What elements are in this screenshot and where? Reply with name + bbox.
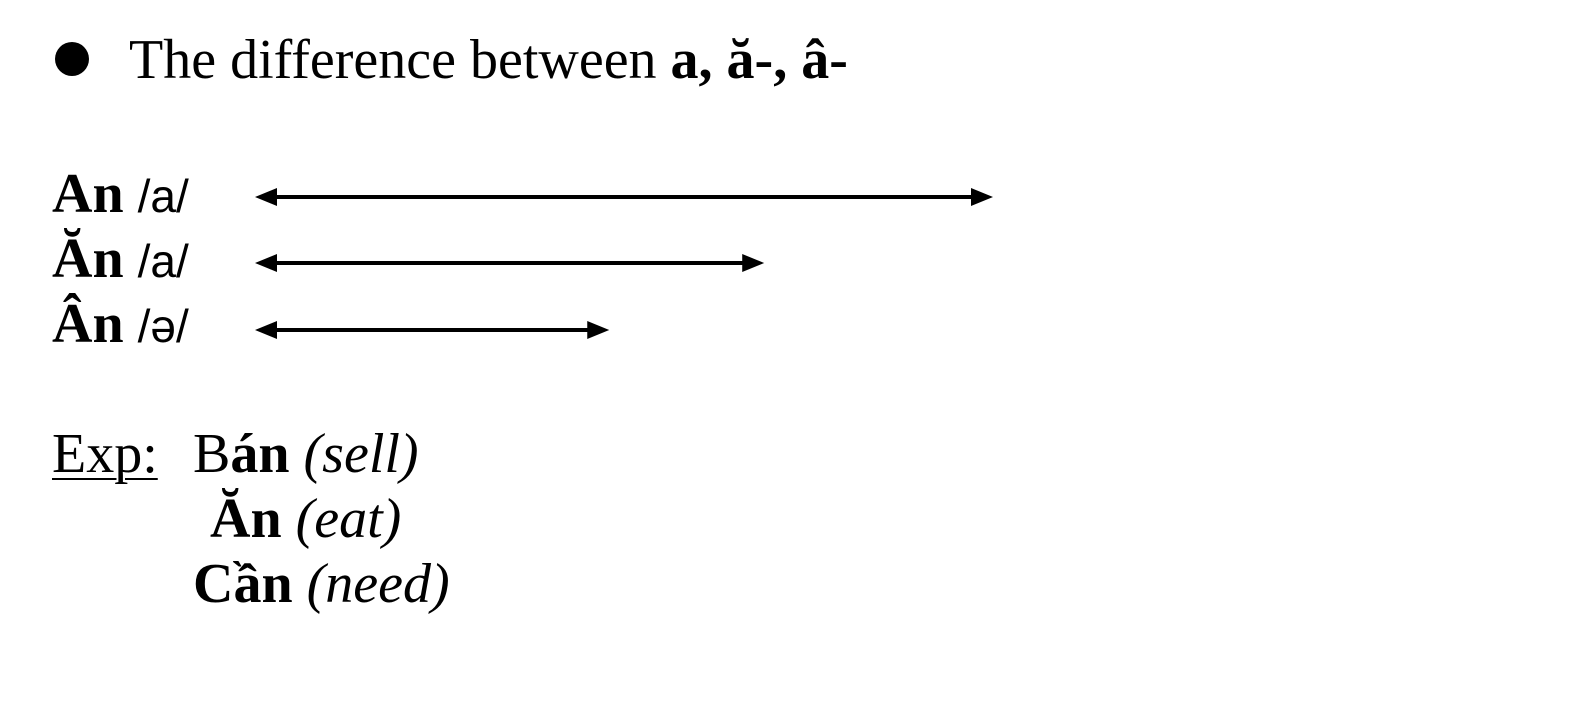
example-gloss: (sell)	[303, 423, 419, 485]
arrow-head-right	[971, 188, 993, 206]
example-label: Exp:	[52, 423, 158, 485]
vowel-ipa: /a/	[137, 235, 189, 287]
vowel-row-a-circumflex: Ân /ə/	[52, 292, 189, 358]
vowel-word: Ăn	[52, 228, 124, 290]
arrow-head-right	[742, 254, 765, 272]
example-word: Ăn	[210, 488, 282, 550]
vowel-word: Ân	[52, 293, 124, 355]
heading-text: The difference between	[129, 29, 671, 91]
example-need: Cần (need)	[193, 552, 450, 616]
example-gloss: (eat)	[295, 488, 402, 550]
example-word: án	[230, 423, 290, 485]
example-word: Cần	[193, 553, 293, 615]
vowel-word: An	[52, 163, 124, 225]
arrow-head-left	[255, 188, 277, 206]
example-gloss: (need)	[306, 553, 450, 615]
example-plain: B	[193, 423, 231, 485]
arrow-head-left	[255, 321, 277, 339]
vowel-ipa: /ə/	[137, 300, 189, 352]
heading: The difference between a, ă-, â-	[55, 28, 848, 92]
vowel-row-a: An /a/	[52, 162, 189, 228]
vowel-ipa: /a/	[137, 170, 189, 222]
example-sell: Bán (sell)	[193, 422, 419, 486]
arrow-head-left	[255, 254, 277, 272]
vowel-row-a-breve: Ăn /a/	[52, 227, 189, 293]
bullet-icon	[55, 42, 89, 76]
example-eat: Ăn (eat)	[210, 487, 401, 551]
arrow-a-icon	[255, 188, 993, 206]
arrow-a-circumflex-icon	[255, 321, 610, 339]
arrow-a-breve-icon	[255, 254, 765, 272]
heading-letters: a, ă-, â-	[670, 29, 848, 91]
arrow-head-right	[587, 321, 610, 339]
